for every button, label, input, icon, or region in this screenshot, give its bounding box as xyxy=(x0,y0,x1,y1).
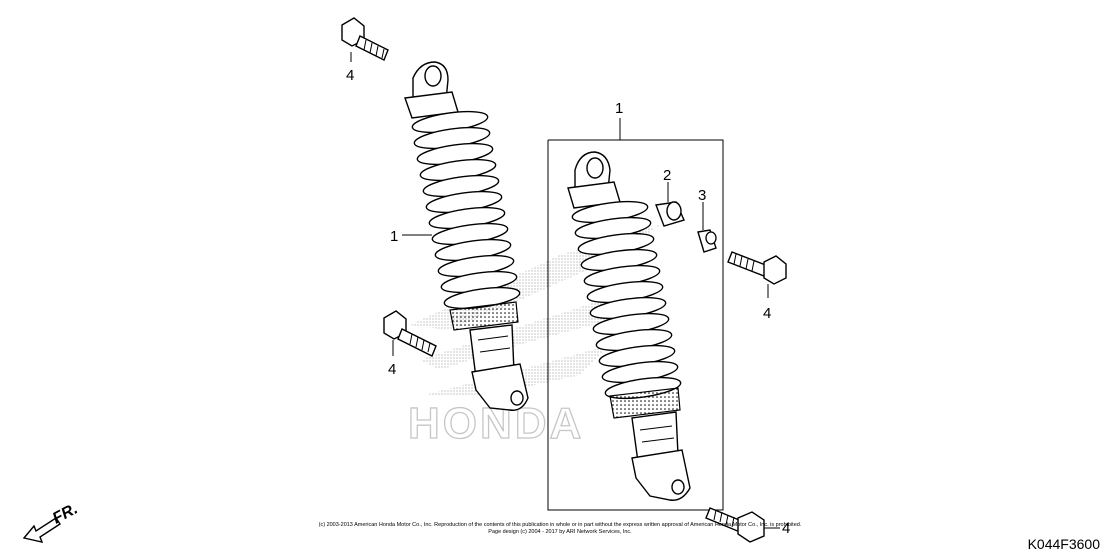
callout-part-4-bottom: 4 xyxy=(782,520,790,537)
bolt-part-4-bottom[interactable] xyxy=(705,507,765,543)
bushing-part-2[interactable] xyxy=(655,201,685,227)
bolt-part-4-topleft[interactable] xyxy=(341,17,389,61)
callout-part-1-right: 1 xyxy=(615,100,623,117)
collar-part-3[interactable] xyxy=(697,229,717,253)
rear-shock-absorber-left[interactable] xyxy=(404,61,529,411)
kit-bracket-outline xyxy=(547,139,724,511)
copyright-line-2: Page design (c) 2004 - 2017 by ARI Netwo… xyxy=(488,529,632,535)
rear-shock-absorber-right[interactable] xyxy=(567,151,691,501)
bolt-part-4-midleft[interactable] xyxy=(383,310,437,357)
leader-lines xyxy=(350,52,780,529)
copyright-line-1: (c) 2003-2013 American Honda Motor Co., … xyxy=(318,522,802,528)
front-direction-indicator: FR. xyxy=(22,500,81,543)
front-arrow-icon xyxy=(22,517,61,543)
callout-part-4-midleft: 4 xyxy=(388,361,396,378)
callout-part-2: 2 xyxy=(663,167,671,184)
copyright-notice: (c) 2003-2013 American Honda Motor Co., … xyxy=(310,522,810,536)
bolt-part-4-right[interactable] xyxy=(727,251,787,285)
callout-part-4-right: 4 xyxy=(763,305,771,322)
diagram-code: K044F3600 xyxy=(1027,536,1100,552)
callout-part-1-left: 1 xyxy=(390,228,398,245)
callout-part-4-topleft: 4 xyxy=(346,67,354,84)
callout-part-3: 3 xyxy=(698,187,706,204)
